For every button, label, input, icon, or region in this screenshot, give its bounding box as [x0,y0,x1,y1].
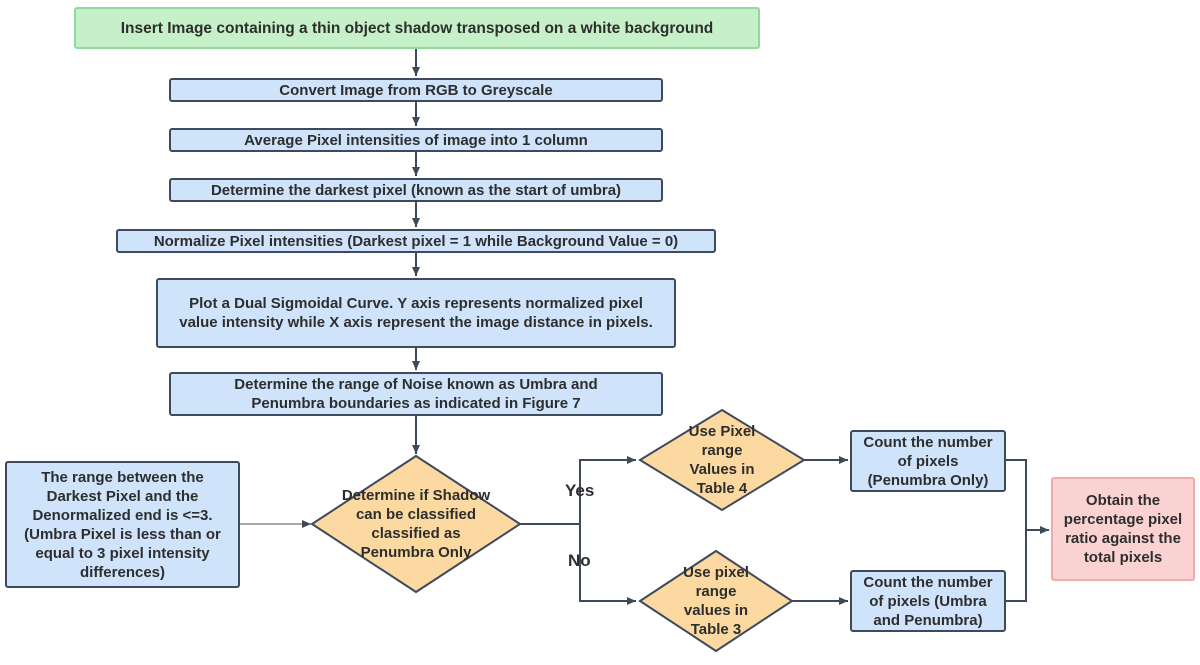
arrow-decision-yes [520,456,636,525]
table3-label: Use pixel range values in Table 3 [683,564,749,638]
no-label: No [568,551,591,570]
normalize-node: Normalize Pixel intensities (Darkest pix… [116,229,716,253]
condition-note-node: The range between the Darkest Pixel and … [5,461,240,588]
yes-label: Yes [565,481,595,500]
decision-label: Determine if Shadow can be classified cl… [341,487,491,561]
range-node: Determine the range of Noise known as Um… [169,372,663,416]
plot-curve-node: Plot a Dual Sigmoidal Curve. Y axis repr… [156,278,676,348]
decision-diamond [310,454,522,594]
arrow-decision-no [579,524,636,605]
table4-label: Use Pixel range Values in Table 4 [688,423,756,497]
obtain-ratio-node: Obtain the percentage pixel ratio agains… [1051,477,1195,581]
table4-diamond [638,408,806,512]
average-node: Average Pixel intensities of image into … [169,128,663,152]
arrow-counts-obtain [1006,459,1027,602]
table3-diamond [638,549,794,653]
convert-node: Convert Image from RGB to Greyscale [169,78,663,102]
count-umbra-penumbra-node: Count the number of pixels (Umbra and Pe… [850,570,1006,632]
start-node: Insert Image containing a thin object sh… [74,7,760,49]
count-penumbra-node: Count the number of pixels (Penumbra Onl… [850,430,1006,492]
darkest-pixel-node: Determine the darkest pixel (known as th… [169,178,663,202]
